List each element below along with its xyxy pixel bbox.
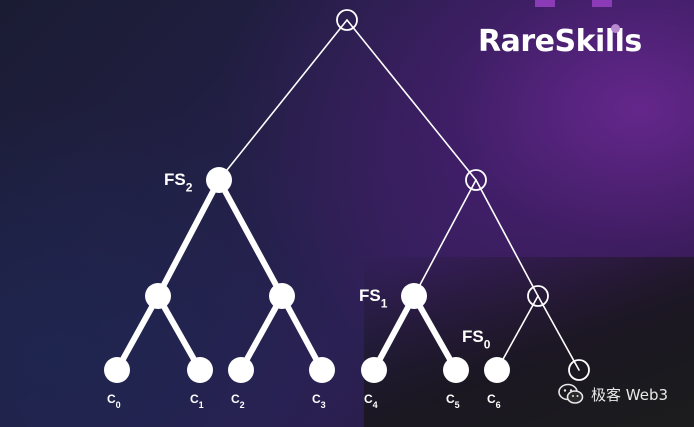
tree-node-c6 <box>484 357 510 383</box>
tree-edge-n_rr-c7 <box>537 295 580 371</box>
tree-node-c5 <box>443 357 469 383</box>
tree-edge-root-n_right <box>346 19 477 181</box>
tree-edges <box>114 19 580 373</box>
brand-decoration <box>535 0 555 7</box>
tree-node-c4 <box>361 357 387 383</box>
leaf-label-c5: C5 <box>446 392 460 410</box>
tree-edge-n_left-n_lr <box>216 177 285 299</box>
tree-edge-n_rl-c5 <box>411 293 459 373</box>
tree-node-n_rr <box>527 285 549 307</box>
tree-edge-n_lr-c3 <box>279 293 325 373</box>
tree-node-c7 <box>568 359 590 381</box>
tree-edge-n_ll-c1 <box>155 293 203 373</box>
brand-dot <box>611 24 620 33</box>
watermark: 极客 Web3 <box>558 383 668 405</box>
tree-node-n_rl <box>401 283 427 309</box>
leaf-label-c0: C0 <box>107 392 121 410</box>
tree-node-c3 <box>309 357 335 383</box>
tree-edge-n_right-n_rr <box>475 179 539 297</box>
leaf-label-c2: C2 <box>231 392 245 410</box>
tree-node-n_right <box>465 169 487 191</box>
tree-node-c2 <box>228 357 254 383</box>
tree-node-n_left <box>206 167 232 193</box>
tree-edge-n_left-n_ll <box>155 177 222 299</box>
node-label-extra-0: FS0 <box>462 327 491 352</box>
leaf-label-c4: C4 <box>364 392 378 410</box>
tree-node-root <box>336 9 358 31</box>
leaf-label-c6: C6 <box>487 392 501 410</box>
tree-edge-n_rr-c6 <box>496 295 539 371</box>
tree-edge-n_lr-c2 <box>238 293 285 373</box>
leaf-label-c3: C3 <box>312 392 326 410</box>
node-label-n_rl: FS1 <box>359 286 388 311</box>
tree-edge-root-n_left <box>218 19 348 181</box>
leaf-label-c1: C1 <box>190 392 204 410</box>
tree-node-c1 <box>187 357 213 383</box>
tree-node-n_lr <box>269 283 295 309</box>
tree-edge-n_rl-c4 <box>371 293 417 373</box>
tree-node-n_ll <box>145 283 171 309</box>
brand-decoration <box>592 0 612 7</box>
tree-nodes <box>104 9 590 383</box>
watermark-text: 极客 Web3 <box>591 385 669 404</box>
node-label-n_left: FS2 <box>164 170 193 195</box>
tree-edge-n_right-n_rl <box>413 179 477 297</box>
wechat-icon <box>558 383 584 405</box>
tree-edge-n_ll-c0 <box>114 293 161 373</box>
tree-node-c0 <box>104 357 130 383</box>
